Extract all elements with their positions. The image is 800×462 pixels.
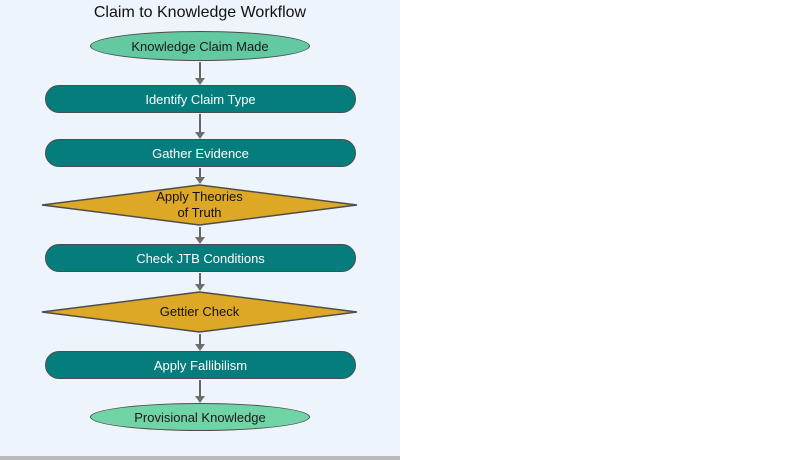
flowchart-panel: Claim to Knowledge Workflow Knowledge Cl… (0, 0, 400, 460)
diamond-shape (41, 184, 358, 226)
node-label: Apply Theories of Truth (40, 184, 359, 226)
flow-arrow-5 (195, 273, 205, 291)
flow-arrow-3 (195, 168, 205, 184)
label-line-2: of Truth (177, 205, 222, 220)
node-apply-fallibilism: Apply Fallibilism (45, 351, 356, 379)
node-label: Check JTB Conditions (136, 250, 265, 266)
flow-arrow-4 (195, 227, 205, 244)
node-label: Apply Fallibilism (153, 357, 248, 373)
flow-arrow-1 (195, 62, 205, 85)
node-label: Provisional Knowledge (134, 409, 266, 425)
node-identify-claim-type: Identify Claim Type (45, 85, 356, 113)
diagram-title: Claim to Knowledge Workflow (93, 4, 307, 21)
flow-arrow-2 (195, 114, 205, 139)
node-gather-evidence: Gather Evidence (45, 139, 356, 167)
node-gettier-check: Gettier Check (40, 291, 359, 333)
node-label: Identify Claim Type (145, 91, 256, 107)
flow-arrow-6 (195, 334, 205, 351)
label-line-1: Apply Theories (156, 189, 243, 205)
node-apply-theories-of-truth: Apply Theories of Truth (40, 184, 359, 226)
node-label: Knowledge Claim Made (131, 38, 269, 54)
flow-arrow-7 (195, 380, 205, 403)
node-provisional-knowledge: Provisional Knowledge (90, 403, 310, 431)
node-check-jtb-conditions: Check JTB Conditions (45, 244, 356, 272)
node-label: Gettier Check (40, 291, 359, 333)
node-label: Gather Evidence (152, 145, 249, 161)
label-line-1: Gettier Check (159, 304, 240, 320)
diamond-shape (41, 291, 358, 333)
node-knowledge-claim-made: Knowledge Claim Made (90, 31, 310, 61)
